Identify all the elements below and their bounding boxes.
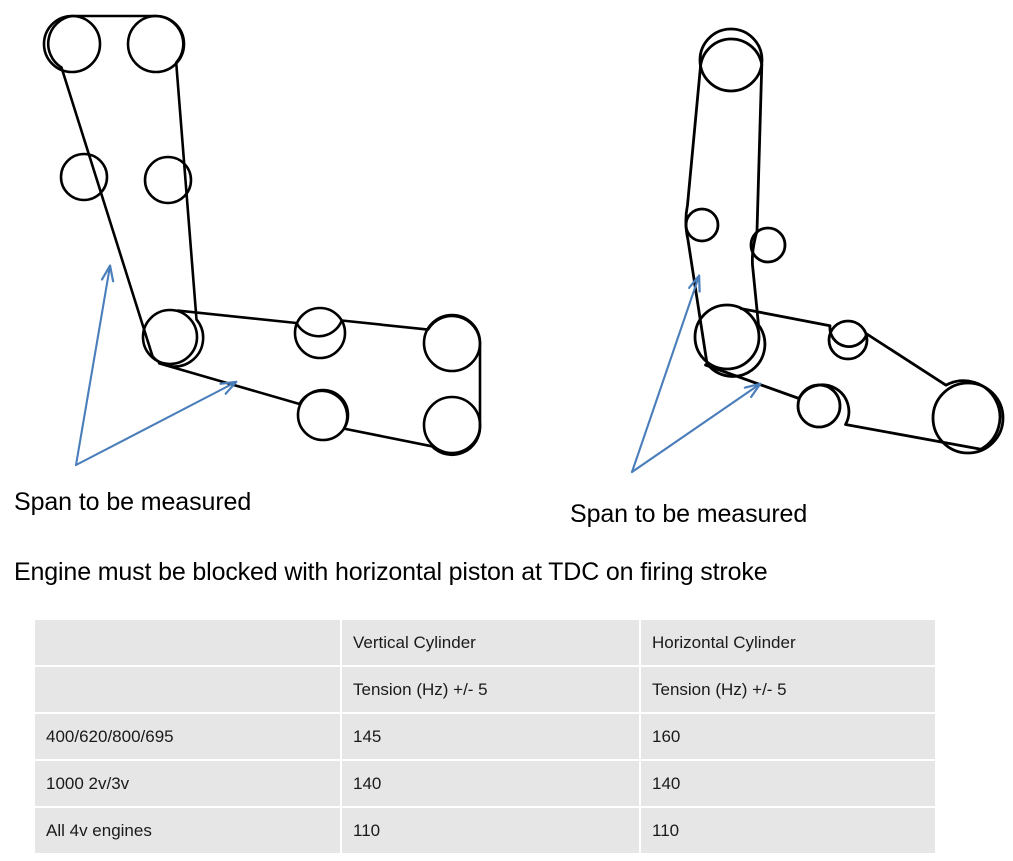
right-span-arrows	[630, 276, 760, 474]
table-row: All 4v engines 110 110	[35, 808, 935, 853]
span-arrow-horizontal-left	[74, 382, 236, 467]
left-belt-path-lower	[157, 309, 482, 457]
table-row: 400/620/800/695 145 160	[35, 714, 935, 759]
span-arrow-vertical-right	[630, 276, 699, 474]
pulley-lower-upper-idler	[827, 319, 869, 361]
row-label-engine-group: All 4v engines	[35, 808, 340, 853]
pulley-top-left	[42, 14, 102, 74]
right-belt-diagram	[684, 27, 1005, 455]
cell-vertical-tension: 140	[342, 761, 639, 806]
pulley-far-right	[931, 381, 1005, 455]
engine-blocking-note: Engine must be blocked with horizontal p…	[14, 558, 768, 586]
cell-horizontal-tension: 160	[641, 714, 935, 759]
cell-vertical-tension: 145	[342, 714, 639, 759]
pulley-lower-right-upper	[422, 313, 482, 373]
pulley-mid-right-small-idler	[749, 226, 787, 264]
pulley-top-right	[126, 14, 186, 74]
cell-horizontal-tension: 110	[641, 808, 935, 853]
table-header-row-2: Tension (Hz) +/- 5 Tension (Hz) +/- 5	[35, 667, 935, 712]
left-belt-path-outer	[46, 14, 205, 368]
left-span-caption: Span to be measured	[14, 488, 252, 516]
header-vertical-tension-units: Tension (Hz) +/- 5	[342, 667, 639, 712]
table-header-row-1: Vertical Cylinder Horizontal Cylinder	[35, 620, 935, 665]
pulley-top	[698, 27, 764, 93]
right-belt-path-lower	[704, 307, 1002, 451]
header-blank-1	[35, 620, 340, 665]
left-span-arrows	[74, 266, 236, 467]
pulley-mid-right-idler	[143, 155, 193, 205]
pulley-mid-left-idler	[59, 152, 109, 202]
right-span-caption: Span to be measured	[570, 500, 808, 528]
left-belt-diagram	[42, 14, 482, 457]
pulley-lower-lower-idler	[296, 388, 350, 442]
pulley-lower-upper-idler	[293, 306, 347, 360]
header-horizontal-cylinder: Horizontal Cylinder	[641, 620, 935, 665]
header-vertical-cylinder: Vertical Cylinder	[342, 620, 639, 665]
belt-tension-table: Vertical Cylinder Horizontal Cylinder Te…	[33, 618, 937, 855]
cell-vertical-tension: 110	[342, 808, 639, 853]
pulley-corner	[141, 308, 199, 366]
pulley-lower-right-lower	[422, 395, 482, 455]
span-arrow-vertical-left	[74, 266, 110, 467]
cell-horizontal-tension: 140	[641, 761, 935, 806]
pulley-lower-lower-idler	[796, 383, 842, 429]
header-horizontal-tension-units: Tension (Hz) +/- 5	[641, 667, 935, 712]
row-label-engine-group: 1000 2v/3v	[35, 761, 340, 806]
table-row: 1000 2v/3v 140 140	[35, 761, 935, 806]
span-arrow-horizontal-right	[630, 384, 760, 474]
pulley-corner	[693, 303, 761, 371]
pulley-mid-left-small-idler	[684, 207, 720, 243]
header-blank-2	[35, 667, 340, 712]
row-label-engine-group: 400/620/800/695	[35, 714, 340, 759]
belt-routing-diagrams	[42, 14, 1005, 474]
